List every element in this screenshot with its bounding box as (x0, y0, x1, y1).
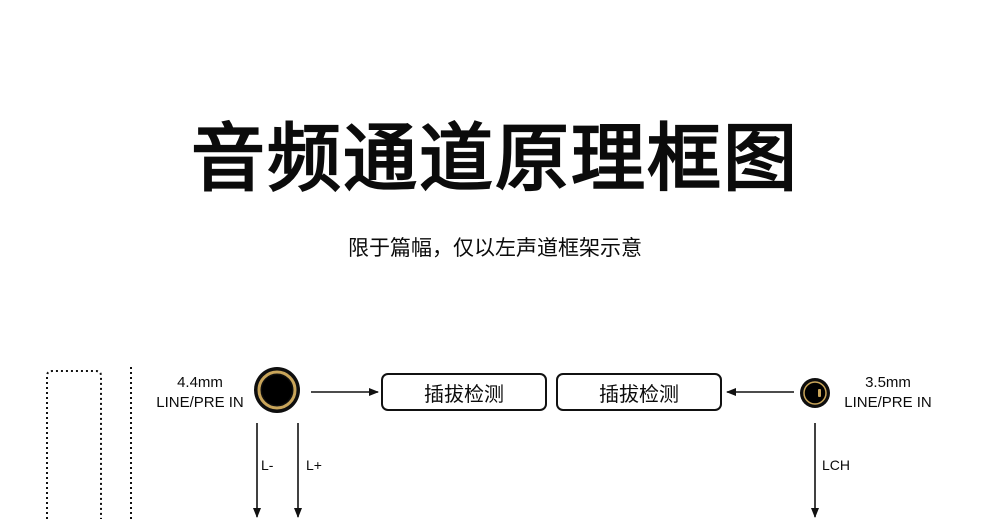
dotted-frame-left (46, 370, 102, 519)
plug-detect-label: 插拔检测 (424, 381, 504, 406)
left-port-type: LINE/PRE IN (156, 394, 244, 411)
right-port-type: LINE/PRE IN (844, 394, 932, 411)
right-port-label: 3.5mm LINE/PRE IN (834, 373, 942, 413)
page-subtitle: 限于篇幅，仅以左声道框架示意 (348, 236, 642, 260)
plug-detect-label: 插拔检测 (599, 381, 679, 406)
plug-detect-block-right: 插拔检测 (556, 373, 722, 411)
plug-detect-block-left: 插拔检测 (381, 373, 547, 411)
page-title: 音频通道原理框图 (191, 116, 799, 202)
signal-lch: LCH (822, 457, 851, 473)
signal-l-minus: L- (261, 457, 274, 473)
left-port-label: 4.4mm LINE/PRE IN (146, 373, 254, 413)
right-port-size: 3.5mm (865, 374, 911, 391)
left-port-size: 4.4mm (177, 374, 223, 391)
jack-4-4mm-icon (254, 367, 300, 413)
signal-l-plus: L+ (306, 457, 322, 473)
jack-3-5mm-icon (800, 378, 830, 408)
